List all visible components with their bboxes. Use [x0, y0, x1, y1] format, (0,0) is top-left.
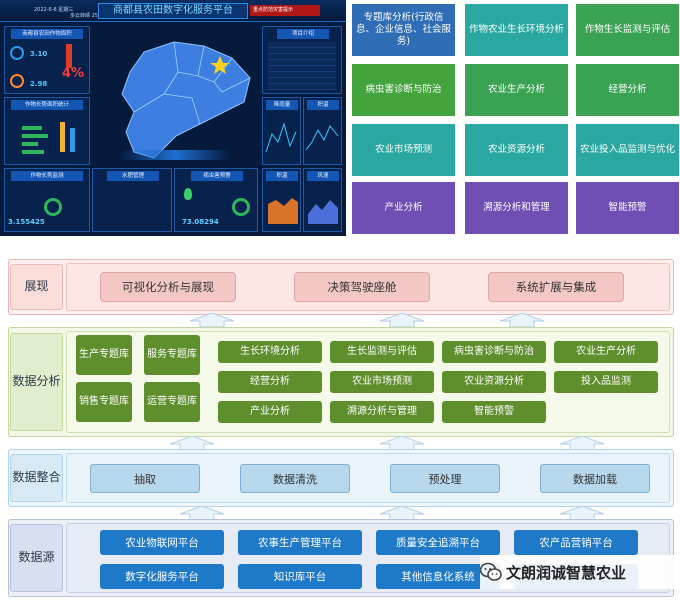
up-arrow-icon [190, 313, 234, 327]
analysis-item: 智能预警 [442, 401, 546, 423]
analysis-tiles: 专题库分析(行政信息、企业信息、社会服务)作物农业生长环境分析作物生长监测与评估… [352, 0, 680, 236]
gauge-icon [10, 74, 24, 88]
presentation-item-integration: 系统扩展与集成 [488, 272, 624, 302]
analysis-tile: 作物生长监测与评估 [576, 4, 679, 56]
panel-right-mid2: 积温 [303, 97, 342, 165]
analysis-item: 经营分析 [218, 371, 322, 393]
watermark-text: 文朗润诚智慧农业 [506, 563, 627, 582]
gauge-icon [10, 46, 24, 60]
analysis-item: 农业资源分析 [442, 371, 546, 393]
panel-title: 病虫害预警 [191, 171, 243, 181]
source-item: 农事生产管理平台 [238, 530, 362, 555]
integration-item-clean: 数据清洗 [240, 464, 350, 493]
source-item: 其他信息化系统 [376, 564, 500, 589]
label-source: 数据源 [10, 524, 63, 592]
bar-mark [70, 128, 75, 152]
up-arrow-icon [560, 436, 604, 450]
integration-item-extract: 抽取 [90, 464, 200, 493]
analysis-item: 农业生产分析 [554, 341, 658, 363]
analysis-tile: 农业资源分析 [465, 124, 568, 176]
ring-icon [232, 198, 250, 216]
bar-mark [22, 142, 38, 146]
bar-mark [22, 126, 42, 130]
watermark: 文朗润诚智慧农业 [480, 555, 676, 589]
source-item: 知识库平台 [238, 564, 362, 589]
analysis-tile: 农业市场预测 [352, 124, 455, 176]
panel-bottom-mid1: 水肥管理 [92, 168, 172, 232]
dashboard-weather: 多云转晴 25~30° [70, 13, 112, 19]
analysis-item: 投入品监测 [554, 371, 658, 393]
rain-chart [265, 122, 339, 153]
lib-sales: 销售专题库 [76, 382, 132, 422]
integration-item-load: 数据加载 [540, 464, 650, 493]
panel-title: 作物长势监测 [11, 171, 83, 181]
label-analysis: 数据分析 [10, 333, 63, 431]
source-item: 农业物联网平台 [100, 530, 224, 555]
lib-service: 服务专题库 [144, 335, 200, 375]
up-arrow-icon [380, 506, 424, 520]
panel-title: 商都县农田作物面积 [11, 29, 83, 39]
up-arrow-icon [170, 436, 214, 450]
value-v1: 3.10 [30, 50, 48, 58]
panel-title: 积温 [307, 100, 339, 110]
bar-mark [22, 134, 48, 138]
label-integration: 数据整合 [10, 454, 63, 502]
analysis-tile: 农业投入品监测与优化 [576, 124, 679, 176]
lib-production: 生产专题库 [76, 335, 132, 375]
analysis-item: 生长监测与评估 [330, 341, 434, 363]
analysis-item: 产业分析 [218, 401, 322, 423]
presentation-item-cockpit: 决策驾驶座舱 [294, 272, 430, 302]
analysis-item: 溯源分析与管理 [330, 401, 434, 423]
bug-icon [184, 188, 192, 200]
panel-title: 项目介绍 [277, 29, 329, 39]
label-presentation: 展现 [10, 264, 63, 310]
source-item: 质量安全追溯平台 [376, 530, 500, 555]
lib-operation: 运营专题库 [144, 382, 200, 422]
analysis-tile: 专题库分析(行政信息、企业信息、社会服务) [352, 4, 455, 56]
analysis-tile: 作物农业生长环境分析 [465, 4, 568, 56]
up-arrow-icon [380, 313, 424, 327]
ring-icon [44, 198, 62, 216]
value-num1: 3.155425 [8, 218, 45, 226]
intro-text-block [268, 42, 336, 90]
bar-mark [22, 150, 44, 154]
panel-title: 降雨量 [266, 100, 298, 110]
source-item: 农产品营销平台 [514, 530, 638, 555]
panel-title: 作物长势面积统计 [11, 100, 83, 110]
value-v2: 2.98 [30, 80, 48, 88]
analysis-tile: 病虫害诊断与防治 [352, 64, 455, 116]
up-arrow-icon [180, 506, 224, 520]
presentation-item-visual: 可视化分析与展现 [100, 272, 236, 302]
analysis-tile: 产业分析 [352, 182, 455, 234]
red-bar-icon [66, 44, 72, 68]
analysis-item: 农业市场预测 [330, 371, 434, 393]
integration-item-preprocess: 预处理 [390, 464, 500, 493]
dashboard-screenshot: 2022-6-8 星期三 多云转晴 25~30° 商都县农田数字化服务平台 重点… [0, 0, 346, 236]
dashboard-title: 商都县农田数字化服务平台 [98, 3, 248, 19]
up-arrow-icon [500, 313, 544, 327]
star-icon [210, 56, 230, 74]
up-arrow-icon [380, 436, 424, 450]
dashboard-alert: 重点防范灾害提示 [250, 5, 320, 16]
analysis-tile: 溯源分析和管理 [465, 182, 568, 234]
panel-mid-left: 作物长势面积统计 [4, 97, 90, 165]
map-base-glow [120, 150, 230, 160]
dashboard-date: 2022-6-8 星期三 [34, 7, 74, 13]
analysis-tile: 智能预警 [576, 182, 679, 234]
panel-title: 积温 [266, 171, 298, 181]
panel-title: 风速 [307, 171, 339, 181]
up-arrow-icon [560, 506, 604, 520]
value-percent: 4% [62, 66, 85, 81]
analysis-tile: 经营分析 [576, 64, 679, 116]
analysis-item: 生长环境分析 [218, 341, 322, 363]
source-item: 数字化服务平台 [100, 564, 224, 589]
temp-chart [268, 198, 338, 224]
county-map [121, 41, 251, 159]
analysis-item: 病虫害诊断与防治 [442, 341, 546, 363]
panel-title: 水肥管理 [107, 171, 159, 181]
value-num2: 73.08294 [182, 218, 219, 226]
analysis-tile: 农业生产分析 [465, 64, 568, 116]
bar-mark [60, 122, 65, 152]
wechat-icon [480, 562, 502, 581]
